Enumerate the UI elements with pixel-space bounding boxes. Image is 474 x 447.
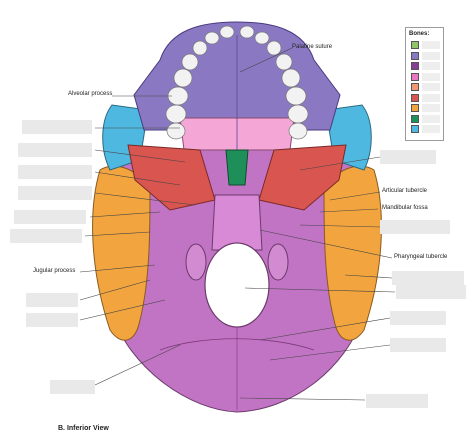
label-jugular-process: Jugular process xyxy=(33,268,76,274)
leader-line xyxy=(329,191,381,201)
legend-swatch xyxy=(411,62,419,70)
tooth xyxy=(287,104,309,124)
tooth xyxy=(181,53,199,71)
blank-label-box xyxy=(18,143,92,157)
leader-line xyxy=(259,317,391,341)
bones-legend: Bones: xyxy=(405,27,444,141)
occipital-condyle-left xyxy=(185,243,207,281)
legend-blank-label xyxy=(422,93,440,102)
legend-swatch xyxy=(411,104,419,112)
leader-line xyxy=(299,156,381,171)
tooth xyxy=(285,86,307,106)
leader-line xyxy=(269,344,391,361)
legend-blank-label xyxy=(422,72,440,81)
blank-label-box xyxy=(18,165,92,179)
legend-swatch xyxy=(411,51,419,60)
tooth xyxy=(275,53,293,71)
basilar-occipital xyxy=(211,194,263,251)
leader-line xyxy=(79,264,156,273)
blank-label-box xyxy=(396,285,466,299)
temporal-bone-right xyxy=(323,165,382,341)
legend-blank-label xyxy=(422,83,440,91)
leader-line xyxy=(319,208,379,213)
label-pharyngeal-tubercle: Pharyngeal tubercle xyxy=(394,254,448,260)
blank-label-box xyxy=(26,293,78,307)
legend-blank-label xyxy=(422,62,440,70)
foramen-magnum xyxy=(204,242,270,328)
blank-label-box xyxy=(366,394,428,408)
leader-line xyxy=(259,229,393,259)
legend-blank-label xyxy=(422,104,440,112)
label-mandibular-fossa: Mandibular fossa xyxy=(382,205,428,211)
blank-label-box xyxy=(10,229,82,243)
tooth xyxy=(288,122,308,140)
tooth xyxy=(266,40,282,56)
caption-letter: B. xyxy=(58,425,65,432)
tooth xyxy=(204,31,220,45)
leader-line xyxy=(79,299,166,321)
leader-line xyxy=(89,211,161,218)
tooth xyxy=(165,104,187,124)
tooth xyxy=(281,68,301,88)
legend-title: Bones: xyxy=(409,31,430,37)
legend-swatch xyxy=(411,41,419,49)
blank-label-box xyxy=(18,186,92,200)
blank-label-box xyxy=(392,271,464,285)
blank-label-box xyxy=(50,380,95,394)
legend-blank-label xyxy=(422,125,440,133)
legend-swatch xyxy=(411,72,419,81)
occipital-ridge xyxy=(159,338,315,351)
occipital-condyle-right xyxy=(267,243,289,281)
tooth xyxy=(192,40,208,56)
blank-label-box xyxy=(380,150,436,164)
leader-line xyxy=(79,279,151,301)
tooth xyxy=(166,122,186,140)
leader-line xyxy=(344,274,393,279)
blank-label-box xyxy=(390,338,446,352)
leader-line xyxy=(299,224,381,228)
leader-line xyxy=(94,171,181,186)
temporal-bone-left xyxy=(92,165,151,341)
blank-label-box xyxy=(390,311,446,325)
label-palatine-suture: Palatine suture xyxy=(292,44,333,50)
figure-caption: B. Inferior View xyxy=(58,425,109,432)
legend-blank-label xyxy=(422,41,440,49)
tooth xyxy=(239,25,255,39)
leader-line xyxy=(94,344,181,386)
vomer-bone xyxy=(225,149,249,186)
legend-blank-label xyxy=(422,114,440,123)
blank-label-box xyxy=(26,313,78,327)
leader-lines xyxy=(79,47,396,401)
blank-label-box xyxy=(22,120,92,134)
leader-line xyxy=(239,397,366,401)
leader-line xyxy=(239,47,293,73)
blank-label-box xyxy=(380,220,450,234)
tooth xyxy=(219,25,235,39)
leader-line xyxy=(94,149,186,163)
blank-label-box xyxy=(14,210,86,224)
legend-swatch xyxy=(411,83,419,91)
caption-text: Inferior View xyxy=(66,425,109,432)
teeth-group xyxy=(165,25,309,140)
label-articular-tubercle: Articular tubercle xyxy=(382,188,428,194)
sphenoid-bone-right xyxy=(258,144,347,211)
legend-swatch xyxy=(411,93,419,102)
label-alveolar-process: Alveolar process xyxy=(68,91,113,97)
leader-line xyxy=(84,231,151,237)
leader-line xyxy=(94,192,196,206)
legend-swatch xyxy=(411,114,419,123)
tooth xyxy=(254,31,270,45)
legend-swatch xyxy=(411,125,419,133)
leader-line xyxy=(244,287,396,293)
legend-blank-label xyxy=(422,51,440,60)
tooth xyxy=(173,68,193,88)
